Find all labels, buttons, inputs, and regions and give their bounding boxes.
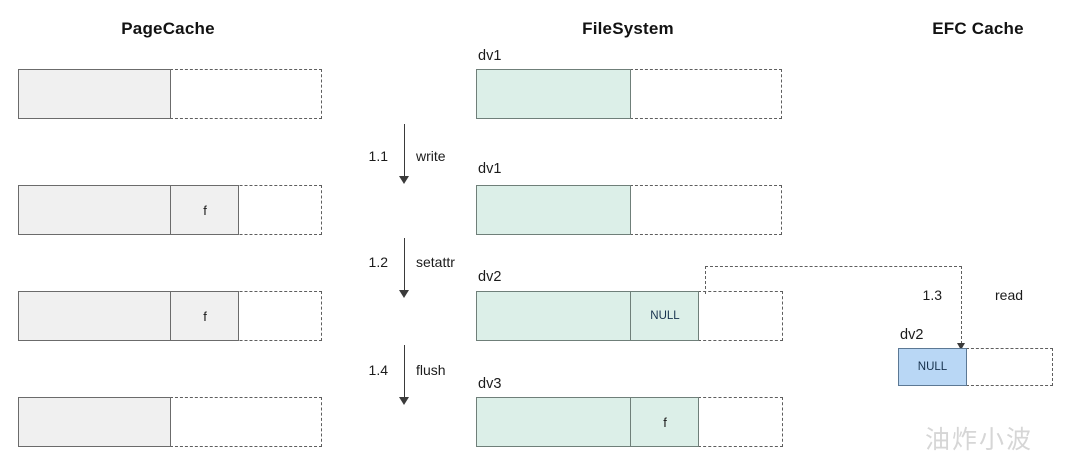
column-header-efccache: EFC Cache bbox=[932, 19, 1024, 38]
column-header-pagecache: PageCache bbox=[121, 19, 215, 38]
pagecache-row-3-block bbox=[18, 291, 239, 341]
step-1-3-operation: read bbox=[995, 287, 1024, 303]
filesystem-row-4-divider bbox=[630, 397, 631, 447]
efccache-version-label: dv2 bbox=[900, 327, 924, 343]
step-1-2-number: 1.2 bbox=[368, 254, 388, 270]
read-connector-segment-drop bbox=[961, 266, 962, 344]
filesystem-row-4-block bbox=[476, 397, 699, 447]
step-1-4-number: 1.4 bbox=[368, 362, 388, 378]
pagecache-row-1-dashed-region bbox=[170, 69, 322, 119]
filesystem-row-3-block bbox=[476, 291, 699, 341]
filesystem-row-3-divider bbox=[630, 291, 631, 341]
step-1-1-operation: write bbox=[416, 148, 446, 164]
filesystem-row-1-version-label: dv1 bbox=[478, 48, 502, 64]
step-1-2-arrow-line bbox=[404, 238, 405, 292]
step-1-1-number: 1.1 bbox=[368, 148, 388, 164]
pagecache-row-3-divider bbox=[170, 291, 171, 341]
filesystem-row-4-dashed-region bbox=[698, 397, 783, 447]
filesystem-row-1-dashed-region bbox=[630, 69, 782, 119]
column-header-filesystem: FileSystem bbox=[582, 19, 674, 38]
step-1-3-number: 1.3 bbox=[922, 287, 942, 303]
read-connector-segment-horizontal bbox=[705, 266, 962, 267]
filesystem-row-2-version-label: dv1 bbox=[478, 161, 502, 177]
efccache-block bbox=[898, 348, 967, 386]
filesystem-row-2-block bbox=[476, 185, 631, 235]
pagecache-row-1-block bbox=[18, 69, 171, 119]
step-1-1-arrow-line bbox=[404, 124, 405, 178]
watermark-text: 油炸小波 bbox=[925, 426, 1034, 454]
filesystem-row-3-dashed-region bbox=[698, 291, 783, 341]
pagecache-row-2-block bbox=[18, 185, 239, 235]
pagecache-row-4-block bbox=[18, 397, 171, 447]
pagecache-row-4-dashed-region bbox=[170, 397, 322, 447]
read-connector-arrow-head bbox=[957, 343, 965, 350]
filesystem-row-4-version-label: dv3 bbox=[478, 376, 502, 392]
efccache-dashed-region bbox=[966, 348, 1053, 386]
step-1-2-operation: setattr bbox=[416, 254, 455, 270]
step-1-2-arrow-head bbox=[399, 290, 409, 298]
read-connector-segment-riser bbox=[705, 266, 706, 294]
step-1-4-operation: flush bbox=[416, 362, 446, 378]
step-1-1-arrow-head bbox=[399, 176, 409, 184]
step-1-4-arrow-head bbox=[399, 397, 409, 405]
step-1-4-arrow-line bbox=[404, 345, 405, 399]
filesystem-row-1-block bbox=[476, 69, 631, 119]
pagecache-row-2-divider bbox=[170, 185, 171, 235]
filesystem-row-2-dashed-region bbox=[630, 185, 782, 235]
filesystem-row-3-version-label: dv2 bbox=[478, 269, 502, 285]
